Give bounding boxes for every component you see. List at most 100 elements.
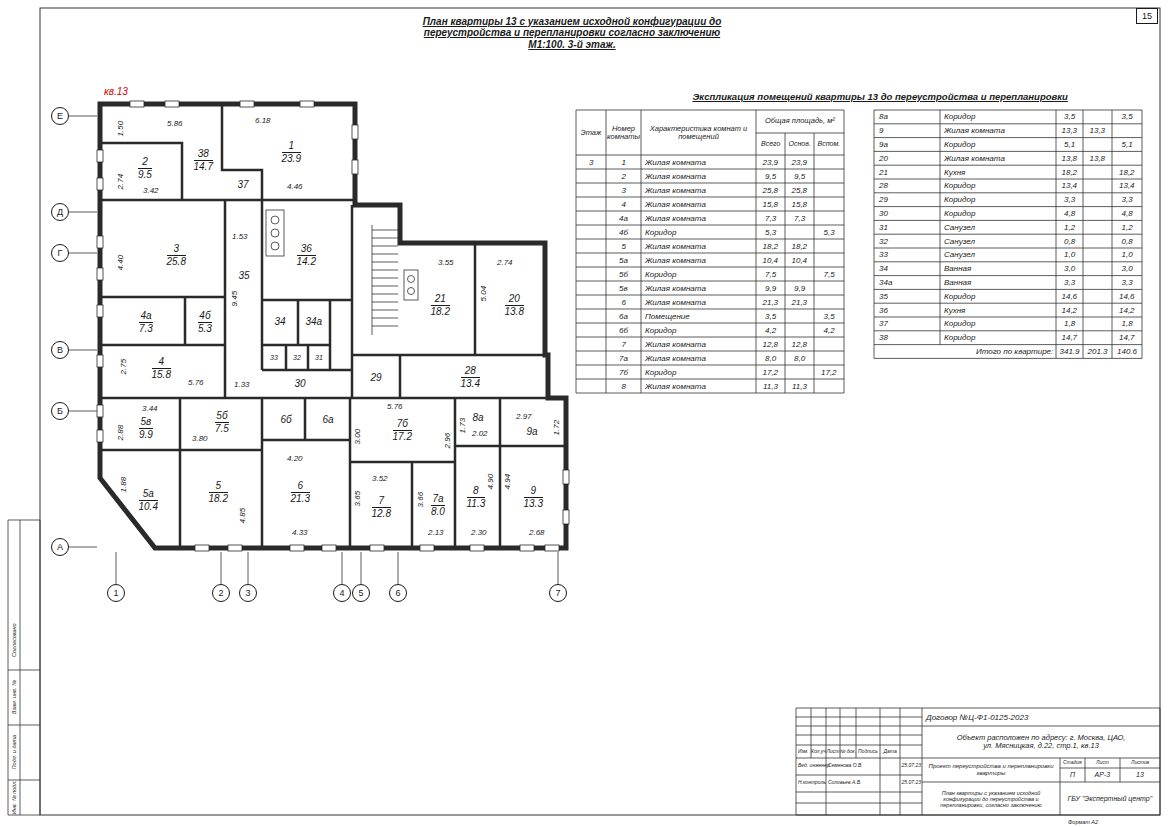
table-cell: 13,8 — [1062, 154, 1078, 163]
table-cell: Коридор — [944, 209, 975, 218]
room-label: 31 — [313, 354, 325, 362]
dimension-value: 1.53 — [231, 232, 249, 241]
table-cell: 4б — [619, 228, 628, 237]
room-area: 14.2 — [297, 256, 316, 268]
title-block-text: № док. — [840, 749, 856, 755]
room-label: 29 — [369, 372, 384, 384]
table-cell: Кухня — [944, 168, 965, 177]
room-number: 34 — [275, 316, 286, 328]
dimension-value: 2.74 — [116, 172, 125, 190]
grid-axis-circle: Е — [51, 107, 69, 125]
room-area: 15.8 — [152, 369, 171, 381]
burner — [408, 276, 415, 283]
window — [520, 545, 534, 551]
dimension-value: 3.42 — [142, 186, 160, 195]
stove — [404, 270, 418, 300]
table-cell: 3,3 — [1064, 195, 1075, 204]
table-total: 341.9 — [1060, 347, 1080, 356]
grid-axis-circle: 6 — [389, 584, 407, 602]
dimension-value: 4.85 — [238, 506, 247, 524]
room-number: 30 — [295, 378, 306, 390]
table-header: Характеристика комнат и помещений — [644, 125, 754, 142]
title-block-text: Листов — [1131, 760, 1149, 766]
table-cell: Коридор — [645, 270, 676, 279]
room-label: 5а10.4 — [137, 488, 160, 513]
table-cell: 38 — [879, 333, 888, 342]
room-label: 7а8.0 — [429, 493, 447, 518]
room-label: 8а — [471, 412, 486, 424]
table-cell: 3,5 — [765, 312, 776, 321]
grid-axis-circle: 3 — [239, 584, 257, 602]
table-cell: 4,2 — [824, 326, 835, 335]
table-lines — [874, 110, 1142, 358]
window — [290, 545, 304, 551]
room-label: 34 — [273, 316, 288, 328]
stamp-text: Взам. инв. № — [11, 680, 17, 714]
table-cell: 14,2 — [1119, 306, 1135, 315]
dimension-value: 1.72 — [552, 418, 561, 436]
room-number: 35 — [239, 270, 250, 282]
room-number: 8 — [467, 485, 486, 498]
burner — [271, 242, 279, 250]
window — [195, 545, 209, 551]
table-cell: 21 — [879, 168, 888, 177]
title-block-text: Н.контроль — [798, 780, 826, 786]
table-cell: 14,7 — [1119, 333, 1135, 342]
title-block-text: Формат А2 — [1068, 819, 1098, 825]
stamp-strip — [8, 520, 40, 815]
table-total: 201.3 — [1088, 347, 1108, 356]
table-cell: 2 — [622, 172, 626, 181]
fixtures — [266, 210, 418, 335]
room-area: 18.2 — [431, 306, 450, 318]
table-cell: 7,5 — [824, 270, 835, 279]
table-cell: 9,9 — [765, 284, 776, 293]
window — [130, 101, 144, 107]
table-header: Номер комнаты — [607, 125, 641, 142]
table-cell: Жилая комната — [645, 284, 706, 293]
window — [97, 355, 103, 367]
sheet-number: 15 — [1142, 11, 1152, 21]
table-cell: 9,5 — [765, 172, 776, 181]
table-cell: 36 — [879, 306, 888, 315]
window — [97, 305, 103, 317]
room-label: 3814.7 — [192, 148, 215, 173]
table-cell: 13,4 — [1119, 181, 1135, 190]
room-number: 9а — [527, 426, 538, 438]
table-cell: 1,8 — [1064, 319, 1075, 328]
title-block-text: 25.07.23 — [902, 780, 921, 786]
window — [97, 236, 103, 248]
room-area: 8.0 — [431, 506, 445, 518]
table-cell: Коридор — [944, 292, 975, 301]
room-label: 33 — [268, 354, 280, 362]
table-cell: 4,8 — [1122, 209, 1133, 218]
table-cell: 21,3 — [763, 298, 779, 307]
table-cell: 9 — [879, 126, 883, 135]
axis-mark: Г — [58, 248, 63, 258]
table-cell: Ванная — [944, 278, 971, 287]
table-cell: 35 — [879, 292, 888, 301]
room-label: 3614.2 — [295, 243, 318, 268]
table-cell: Коридор — [645, 228, 676, 237]
table-cell: Жилая комната — [645, 354, 706, 363]
axis-mark: 4 — [339, 588, 344, 598]
room-number: 7а — [431, 493, 445, 506]
dimension-value: 4.94 — [503, 472, 512, 490]
room-area: 12.8 — [372, 508, 391, 520]
table-cell: 17,2 — [763, 368, 779, 377]
table-cell: 12,8 — [763, 340, 779, 349]
room-label: 6а — [321, 414, 336, 426]
room-area: 11.3 — [467, 498, 486, 510]
table-cell: Жилая комната — [944, 154, 1005, 163]
title-block-lines — [796, 708, 1160, 815]
table-cell: 0,8 — [1064, 237, 1075, 246]
room-number: 37 — [238, 179, 249, 191]
grid-axis-circle: В — [51, 341, 69, 359]
table-cell: 5,3 — [824, 228, 835, 237]
window — [97, 405, 103, 417]
table-cell: Ванная — [944, 264, 971, 273]
table-cell: 1 — [622, 158, 626, 167]
table-cell: 15,8 — [763, 200, 779, 209]
axis-mark: А — [57, 542, 63, 552]
table-lines — [576, 110, 844, 393]
title-block-text: Соловьев А.В. — [828, 780, 861, 786]
